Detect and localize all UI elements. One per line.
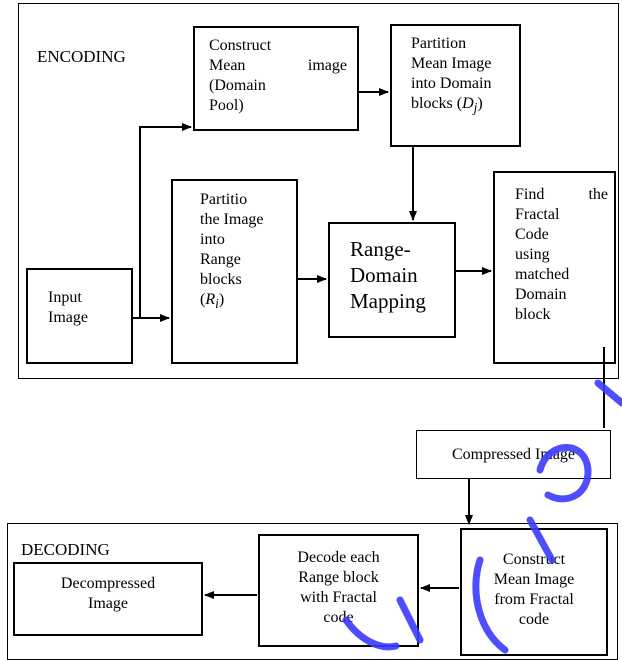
box-line: Image xyxy=(48,309,88,326)
box-line: code xyxy=(518,611,550,628)
range-domain-mapping-box: Range- Domain Mapping xyxy=(328,222,456,338)
box-line: Fractal xyxy=(515,206,560,223)
box-line: Mean Image xyxy=(493,571,575,588)
domain-subscript: j xyxy=(473,100,478,116)
encoding-label: ENCODING xyxy=(37,47,126,66)
box-line: Domain xyxy=(515,286,567,303)
box-line: Domain xyxy=(350,263,418,287)
box-line: Decompressed xyxy=(60,575,156,592)
box-text: ( xyxy=(200,291,206,308)
box-line: Construct xyxy=(209,37,272,54)
box-line: Range block xyxy=(298,569,379,586)
box-line: into xyxy=(200,231,225,248)
range-variable: R xyxy=(205,291,216,308)
box-line: the Image xyxy=(200,211,264,228)
partition-mean-image-box: Partition Mean Image into Domain blocks … xyxy=(390,24,521,147)
box-line: Mean Image xyxy=(411,55,492,72)
box-line: blocks (Dj) xyxy=(411,94,513,118)
box-line: Range- xyxy=(350,237,411,261)
box-line: Image xyxy=(88,595,128,612)
box-line: Pool) xyxy=(209,97,244,114)
box-line: Decode each xyxy=(297,549,380,566)
box-line: using xyxy=(515,246,550,263)
box-line: matched xyxy=(515,266,570,283)
box-line: Input xyxy=(48,289,82,306)
arrow-input-to-construct-mean xyxy=(139,123,192,318)
box-line: Partition xyxy=(411,35,467,52)
box-line: blocks xyxy=(200,271,242,288)
input-image-box: Input Image xyxy=(26,268,133,364)
box-text: ) xyxy=(218,291,225,308)
box-line: into Domain xyxy=(411,75,492,92)
box-line: Partitio xyxy=(200,191,248,208)
box-line: block xyxy=(515,306,551,323)
partition-image-box: Partitio the Image into Range blocks (Ri… xyxy=(171,179,298,364)
decompressed-image-box: Decompressed Image xyxy=(13,562,203,636)
box-line: Range xyxy=(200,251,241,268)
decoding-label: DECODING xyxy=(21,540,110,559)
box-text: ) xyxy=(477,95,483,112)
range-subscript: i xyxy=(215,296,219,312)
box-text: blocks ( xyxy=(411,95,463,112)
domain-variable: D xyxy=(462,95,474,112)
box-line: Mapping xyxy=(350,289,426,313)
encoding-section xyxy=(18,3,619,379)
box-line: Code xyxy=(515,226,549,243)
box-line: (Ri) xyxy=(200,290,296,314)
box-line: with Fractal xyxy=(300,589,377,606)
box-line: from Fractal xyxy=(494,591,574,608)
box-line: (Domain xyxy=(209,77,266,94)
